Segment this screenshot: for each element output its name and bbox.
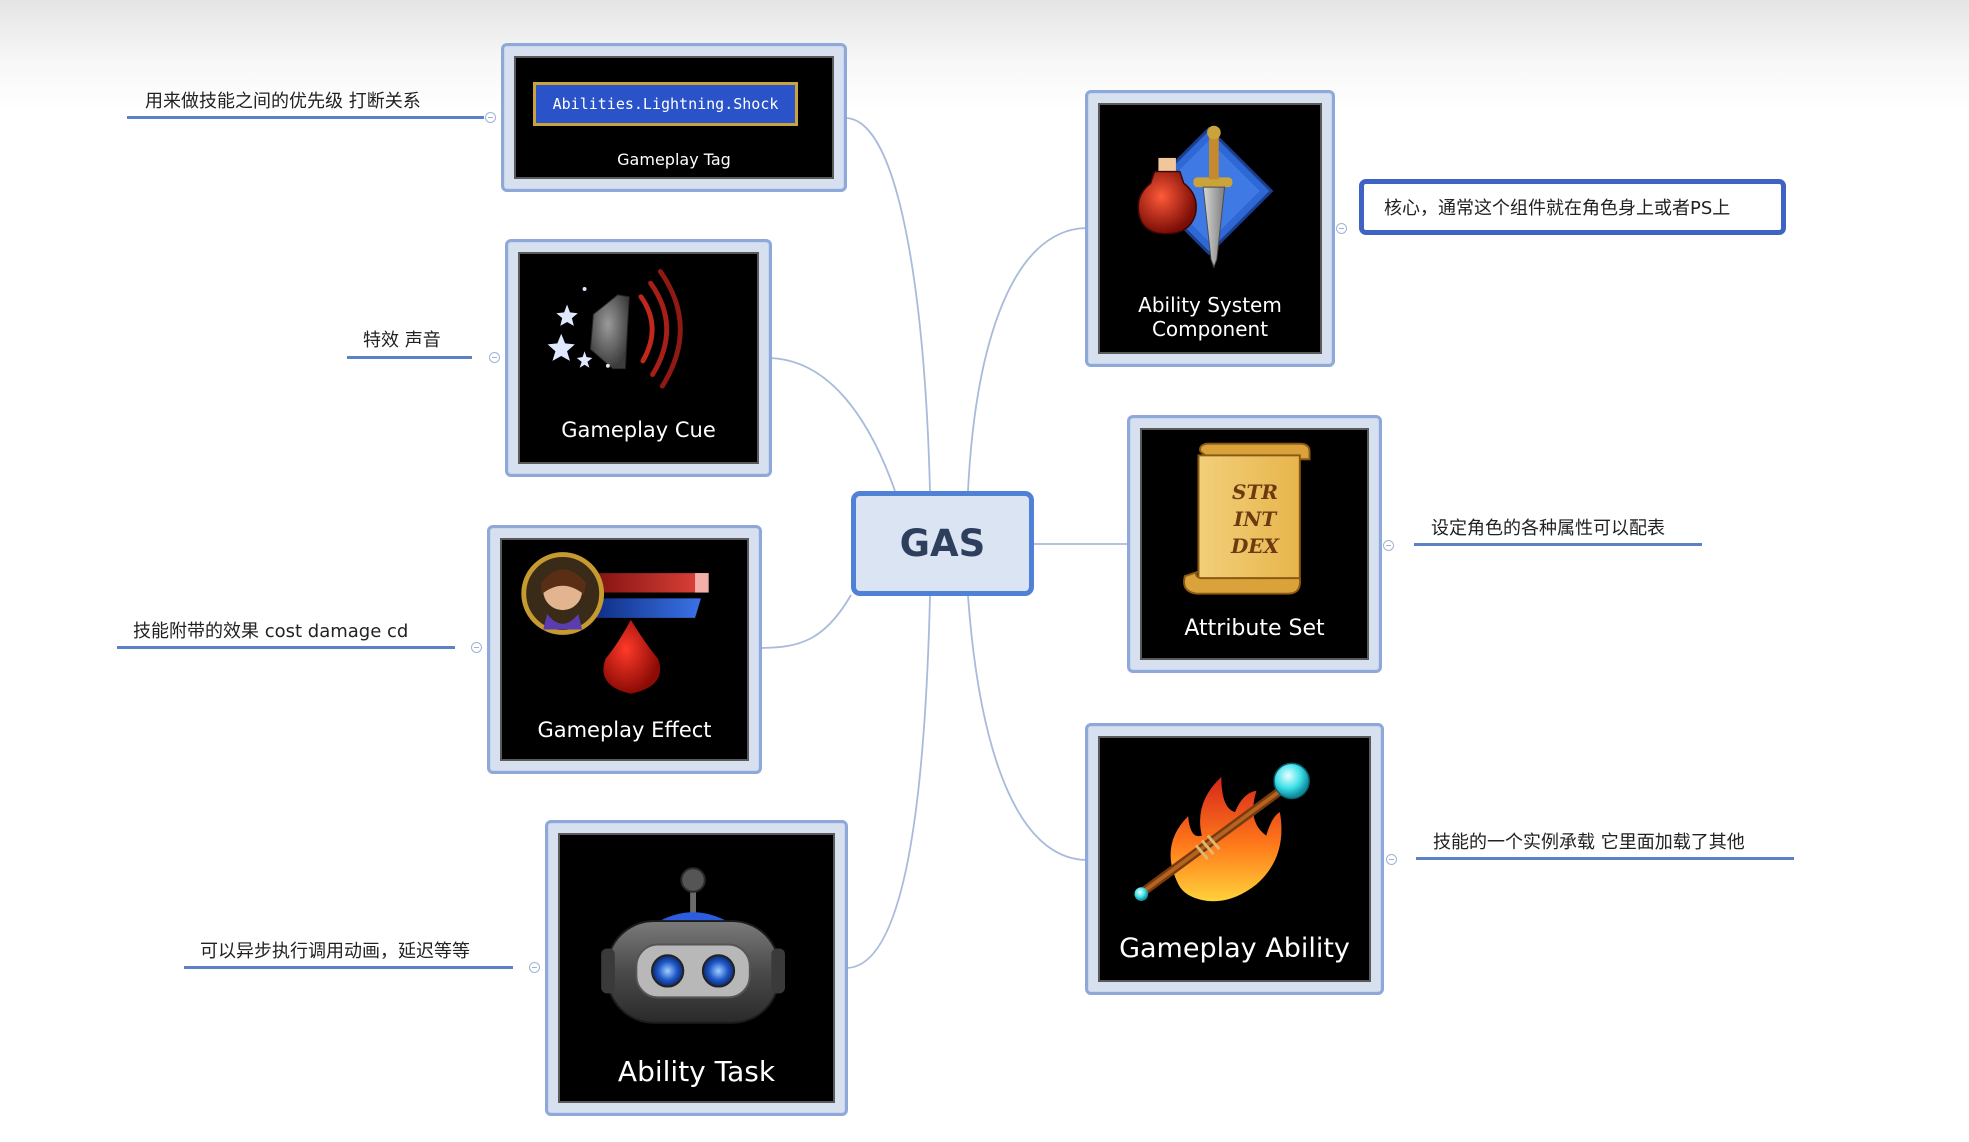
gameplay-tag-title: Gameplay Tag	[617, 150, 731, 169]
ability-system-component-title: Ability System Component	[1100, 293, 1320, 341]
fire-staff-icon	[1134, 762, 1310, 902]
node-attribute-set[interactable]: STR INT DEX Attribute Set	[1127, 415, 1382, 673]
root-node-gas[interactable]: GAS	[851, 491, 1034, 596]
collapse-knob-gameplay-cue[interactable]	[489, 352, 500, 363]
note-ability-task: 可以异步执行调用动画，延迟等等	[200, 941, 470, 962]
node-gameplay-ability[interactable]: Gameplay Ability	[1085, 723, 1384, 995]
root-label: GAS	[899, 522, 986, 565]
collapse-knob-attribute-set[interactable]	[1383, 540, 1394, 551]
collapse-knob-gameplay-ability[interactable]	[1386, 854, 1397, 865]
collapse-knob-ability-task[interactable]	[529, 962, 540, 973]
note-ability-system-component[interactable]: 核心，通常这个组件就在角色身上或者PS上	[1359, 179, 1786, 235]
gameplay-tag-chip: Abilities.Lightning.Shock	[533, 82, 798, 126]
note-attribute-set: 设定角色的各种属性可以配表	[1431, 518, 1665, 539]
ability-system-component-title-line2: Component	[1151, 317, 1269, 341]
node-ability-task[interactable]: Ability Task	[545, 820, 848, 1116]
note-underline-gameplay-tag	[127, 116, 484, 119]
scroll-line-int: INT	[1233, 507, 1277, 531]
gameplay-ability-title: Gameplay Ability	[1119, 933, 1350, 964]
note-underline-attribute-set	[1414, 543, 1702, 546]
connector-gameplay-tag	[845, 117, 931, 492]
note-underline-ability-task	[184, 966, 513, 969]
scroll-line-dex: DEX	[1230, 534, 1280, 558]
connector-ability-task	[845, 595, 931, 969]
note-underline-gameplay-ability	[1416, 857, 1794, 860]
node-gameplay-tag[interactable]: Abilities.Lightning.Shock Gameplay Tag	[501, 43, 847, 192]
note-underline-gameplay-cue	[347, 356, 472, 359]
gameplay-cue-title: Gameplay Cue	[561, 418, 716, 442]
gameplay-effect-title: Gameplay Effect	[537, 718, 712, 742]
collapse-knob-gameplay-effect[interactable]	[471, 642, 482, 653]
attribute-set-title: Attribute Set	[1184, 616, 1325, 641]
note-gameplay-ability: 技能的一个实例承载 它里面加载了其他	[1433, 832, 1745, 853]
connector-gameplay-cue	[769, 357, 896, 492]
connector-gameplay-effect	[759, 594, 852, 649]
note-gameplay-tag: 用来做技能之间的优先级 打断关系	[145, 91, 421, 112]
scroll-icon	[1183, 442, 1311, 595]
note-gameplay-effect: 技能附带的效果 cost damage cd	[133, 621, 409, 642]
connector-gameplay-ability	[967, 595, 1087, 861]
sword-potion-icon	[1137, 125, 1274, 269]
gameplay-effect-icon	[521, 552, 709, 694]
node-gameplay-cue[interactable]: Gameplay Cue	[505, 239, 772, 477]
node-ability-system-component[interactable]: Ability System Component	[1085, 90, 1335, 367]
scroll-text: STR INT DEX	[1199, 479, 1311, 560]
node-gameplay-effect[interactable]: Gameplay Effect	[487, 525, 762, 774]
ability-task-title: Ability Task	[617, 1055, 776, 1088]
scroll-line-str: STR	[1232, 480, 1278, 504]
speaker-sound-icon	[547, 269, 683, 389]
collapse-knob-ability-system-component[interactable]	[1336, 223, 1347, 234]
note-underline-gameplay-effect	[117, 646, 455, 649]
robot-head-icon	[601, 867, 786, 1024]
ability-system-component-title-line1: Ability System	[1138, 293, 1282, 317]
collapse-knob-gameplay-tag[interactable]	[485, 112, 496, 123]
connector-ability-system-component	[967, 227, 1087, 492]
note-gameplay-cue: 特效 声音	[363, 330, 441, 351]
